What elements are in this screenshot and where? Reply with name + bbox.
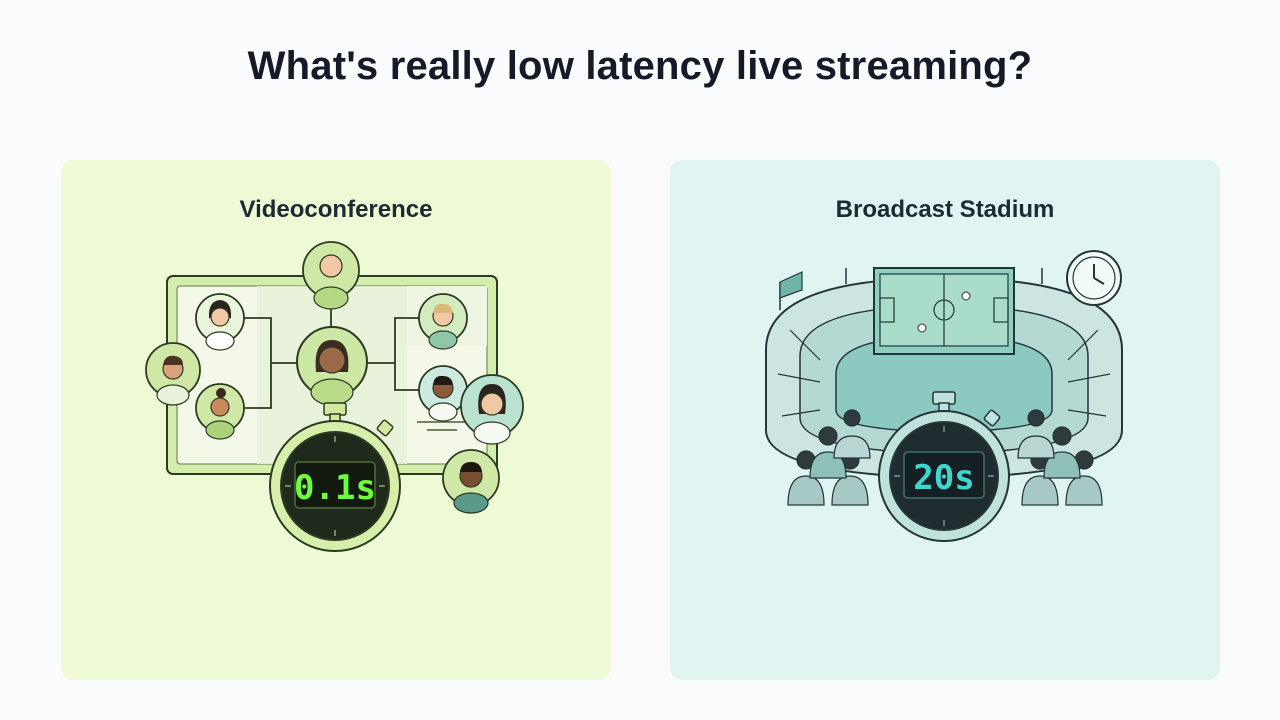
latency-readout: 20s <box>913 458 974 498</box>
person-avatar-icon <box>418 365 468 422</box>
person-avatar-icon <box>302 241 360 310</box>
crowd-left <box>787 409 871 506</box>
stopwatch-icon <box>878 391 1010 542</box>
person-avatar-icon <box>145 342 201 406</box>
latency-readout: 0.1s <box>294 468 376 508</box>
connector-lines <box>244 298 421 409</box>
person-avatar-icon <box>460 374 524 445</box>
person-avatar-icon <box>195 383 245 440</box>
crowd-right <box>1017 409 1103 506</box>
stadium-illustration: 20s <box>765 250 1123 542</box>
flag-icon <box>779 271 803 310</box>
person-avatar-icon <box>442 449 500 514</box>
videoconference-panel: Videoconference <box>61 160 611 680</box>
videoconference-title: Videoconference <box>239 196 433 223</box>
clock-icon <box>1066 250 1122 306</box>
videoconference-illustration: 0.1s <box>145 241 524 552</box>
broadcast-stadium-panel: Broadcast Stadium <box>670 160 1220 680</box>
broadcast-stadium-title: Broadcast Stadium <box>835 196 1055 223</box>
person-avatar-icon <box>418 293 468 350</box>
stadium-poles <box>845 268 1043 284</box>
person-avatar-icon <box>195 293 245 351</box>
page-title: What's really low latency live streaming… <box>247 44 1033 88</box>
stopwatch-icon <box>269 402 401 552</box>
stadium-seat-lines <box>777 329 1111 417</box>
person-avatar-icon <box>296 326 368 406</box>
soccer-field-icon <box>873 267 1015 355</box>
